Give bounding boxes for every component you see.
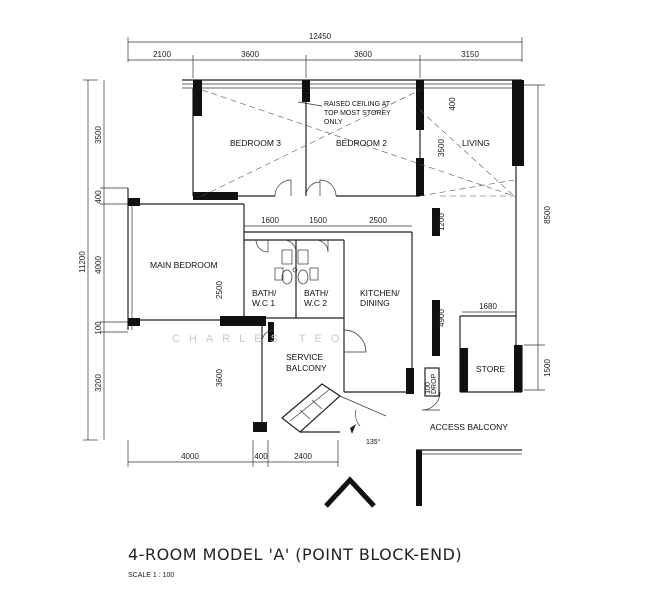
dim-inner-2500v: 2500 [215,281,224,299]
label-living: LIVING [462,138,490,148]
label-bath-1-line1: BATH/ [252,288,277,298]
dim-inner-400: 400 [448,97,457,111]
door-swings [255,179,441,411]
plan-scale: SCALE 1 : 100 [128,572,174,579]
dim-inner-1600: 1600 [261,216,279,225]
top-dimensions: 12450 2100 3600 3600 3150 [127,32,523,78]
bathroom-fixtures [274,249,319,285]
dim-right-1: 8500 [543,206,552,224]
dim-top-4: 3150 [461,50,479,59]
plan-title: 4-ROOM MODEL 'A' (POINT BLOCK-END) [128,545,462,564]
structural-walls [128,80,524,432]
dim-inner-3600v: 3600 [215,369,224,387]
label-service-line2: BALCONY [286,363,327,373]
facade-windows [127,79,522,330]
label-store: STORE [476,364,505,374]
note-raised-1: RAISED CEILING AT [324,101,391,108]
label-service-line1: SERVICE [286,352,323,362]
label-bedroom-2: BEDROOM 2 [336,138,387,148]
dim-left-5: 3200 [94,374,103,392]
dim-inner-1500: 1500 [309,216,327,225]
left-dimensions: 11200 3500 400 4000 100 3200 [78,79,128,441]
bottom-dimensions: 4000 400 2400 [127,440,339,467]
room-labels: BEDROOM 3 BEDROOM 2 LIVING MAIN BEDROOM … [150,138,508,432]
dim-top-2: 3600 [241,50,259,59]
access-balcony-edge [416,449,522,506]
dim-bottom-3: 2400 [294,452,312,461]
inner-dimensions: 1600 1500 2500 1680 400 3500 1200 4900 2… [215,97,516,394]
label-bedroom-3: BEDROOM 3 [230,138,281,148]
dim-bottom-2: 400 [254,452,268,461]
dim-left-total: 11200 [78,251,87,273]
notes: RAISED CEILING AT TOP MOST STOREY ONLY 1… [297,101,391,446]
angle-arrow-icon [350,424,356,434]
right-dimensions: 8500 1500 [524,84,552,391]
label-bath-2-line2: W.C 2 [304,298,327,308]
angled-ledge [281,383,387,434]
watermark-text: CHARLES TEO [172,333,348,345]
dim-inner-2500: 2500 [369,216,387,225]
dim-inner-1680: 1680 [479,302,497,311]
dim-top-total: 12450 [309,32,332,41]
label-kitchen-line2: DINING [360,298,390,308]
label-bath-2-line1: BATH/ [304,288,329,298]
north-chevron-icon [324,476,376,508]
dim-left-4: 100 [94,321,103,335]
raised-ceiling-lines [201,89,516,197]
dim-inner-3500: 3500 [437,139,446,157]
note-angle: 135° [366,438,381,446]
dim-left-2: 400 [94,190,103,204]
dim-top-1: 2100 [153,50,171,59]
dim-left-3: 4000 [94,256,103,274]
label-drop: DROP [431,373,438,394]
dim-bottom-1: 4000 [181,452,199,461]
dim-top-3: 3600 [354,50,372,59]
dim-inner-4900: 4900 [437,309,446,327]
label-main-bedroom: MAIN BEDROOM [150,260,218,270]
dim-inner-1200: 1200 [437,213,446,231]
note-raised-3: ONLY [324,119,343,126]
dim-inner-100: 100 [425,382,432,394]
label-bath-1-line2: W.C 1 [252,298,275,308]
note-raised-2: TOP MOST STOREY [324,110,391,117]
dim-left-1: 3500 [94,126,103,144]
dim-right-2: 1500 [543,359,552,377]
label-access-balcony: ACCESS BALCONY [430,422,508,432]
label-kitchen-line1: KITCHEN/ [360,288,400,298]
